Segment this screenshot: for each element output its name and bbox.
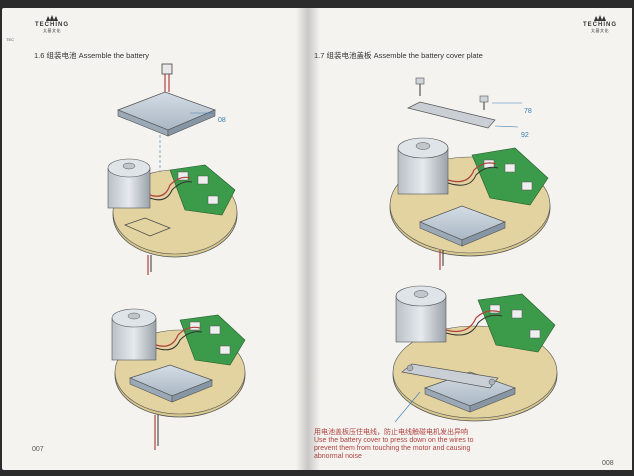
section-title: 1.7 组装电池盖板 Assemble the battery cover pl…	[314, 51, 483, 60]
caption-en-line: abnormal noise	[314, 453, 362, 460]
caption: 用电池盖板压住电线，防止电线触碰电机发出异响 Use the battery c…	[314, 429, 544, 461]
brand-name: TECHING	[35, 22, 69, 28]
page-number: 007	[32, 446, 44, 453]
callout-label: 92	[521, 132, 529, 139]
callout-label: 78	[524, 108, 532, 115]
page-number: 008	[602, 460, 614, 467]
callout-label: 08	[218, 117, 226, 124]
brand-sub: 太基文化	[591, 28, 609, 33]
book-gutter	[296, 8, 320, 470]
section-title: 1.6 组装电池 Assemble the battery	[34, 51, 150, 60]
caption-en-line: prevent them from touching the motor and…	[314, 445, 471, 452]
caption-en-line: Use the battery cover to press down on t…	[314, 437, 474, 444]
left-bottom-assembly	[111, 308, 246, 450]
crown-icon	[594, 15, 606, 21]
right-bottom-assembly	[392, 285, 558, 423]
brand-sub: 太基文化	[43, 28, 61, 33]
brand-logo: TECHING 太基文化	[32, 14, 72, 34]
left-top-assembly	[107, 63, 238, 275]
edge-mark: TEC	[6, 37, 14, 42]
brand-logo: TECHING 太基文化	[580, 14, 620, 34]
brand-name: TECHING	[583, 22, 617, 28]
crown-icon	[46, 15, 58, 21]
right-top-assembly	[389, 77, 551, 270]
caption-cn: 用电池盖板压住电线，防止电线触碰电机发出异响	[314, 429, 468, 436]
